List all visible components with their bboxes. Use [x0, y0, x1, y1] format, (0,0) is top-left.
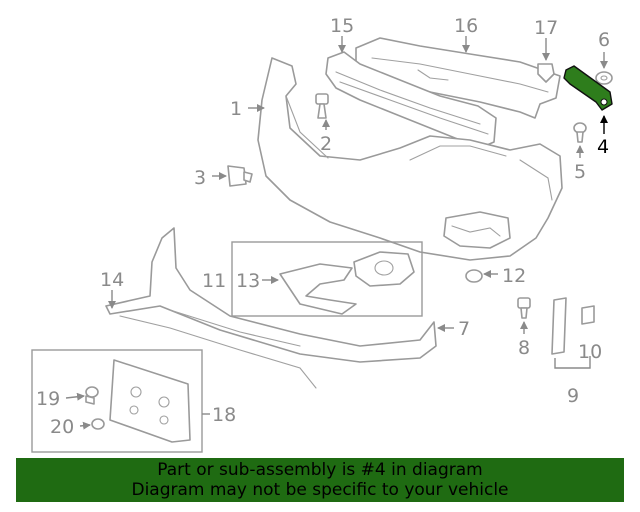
part-18-license-plate-bracket — [109, 359, 191, 443]
part-8-bolt — [517, 297, 531, 319]
banner-line-2: Diagram may not be specific to your vehi… — [131, 480, 509, 500]
part-12-plug — [465, 269, 483, 283]
callout-8: 8 — [518, 337, 530, 359]
callout-2: 2 — [320, 133, 332, 155]
part-20-nut — [91, 418, 105, 430]
callout-17: 17 — [534, 17, 558, 39]
part-13-fog-bezel — [279, 251, 415, 315]
part-14-lower-fascia — [105, 227, 437, 389]
part-9-bracket — [551, 297, 567, 355]
callout-20: 20 — [50, 416, 74, 438]
callout-14: 14 — [100, 269, 124, 291]
callout-10: 10 — [578, 341, 602, 363]
part-17-clip — [537, 63, 555, 83]
part-3-retainer — [227, 165, 253, 187]
part-6-nut — [595, 71, 613, 85]
callout-3: 3 — [194, 167, 206, 189]
part-1-bumper-cover — [257, 57, 563, 261]
leader-20 — [79, 421, 91, 430]
leader-19 — [65, 392, 85, 401]
callout-13: 13 — [236, 270, 260, 292]
part-10-clip — [581, 305, 595, 325]
leader-9-bracket — [554, 356, 591, 369]
part-5-screw — [573, 122, 587, 143]
callout-4[interactable]: 4 — [597, 136, 609, 158]
callout-1: 1 — [230, 98, 242, 120]
callout-18: 18 — [212, 404, 236, 426]
callout-12: 12 — [502, 265, 526, 287]
callout-19: 19 — [36, 388, 60, 410]
callout-11: 11 — [202, 270, 226, 292]
callout-6: 6 — [598, 29, 610, 51]
info-banner: Part or sub-assembly is #4 in diagram Di… — [16, 458, 624, 502]
callout-7: 7 — [458, 318, 470, 340]
box-18 — [31, 349, 203, 453]
callout-15: 15 — [330, 15, 354, 37]
part-2-bolt — [315, 93, 329, 119]
part-15-reinforcement — [325, 51, 497, 149]
part-4-bracket-highlighted — [563, 65, 613, 111]
banner-line-1: Part or sub-assembly is #4 in diagram — [157, 460, 483, 480]
callout-16: 16 — [454, 15, 478, 37]
callout-9: 9 — [567, 385, 579, 407]
callout-5: 5 — [574, 161, 586, 183]
parts-diagram: 1 2 3 4 5 6 7 8 9 10 11 12 13 14 15 16 1… — [31, 15, 613, 453]
box-11 — [231, 241, 423, 317]
part-19-screw — [85, 386, 99, 405]
